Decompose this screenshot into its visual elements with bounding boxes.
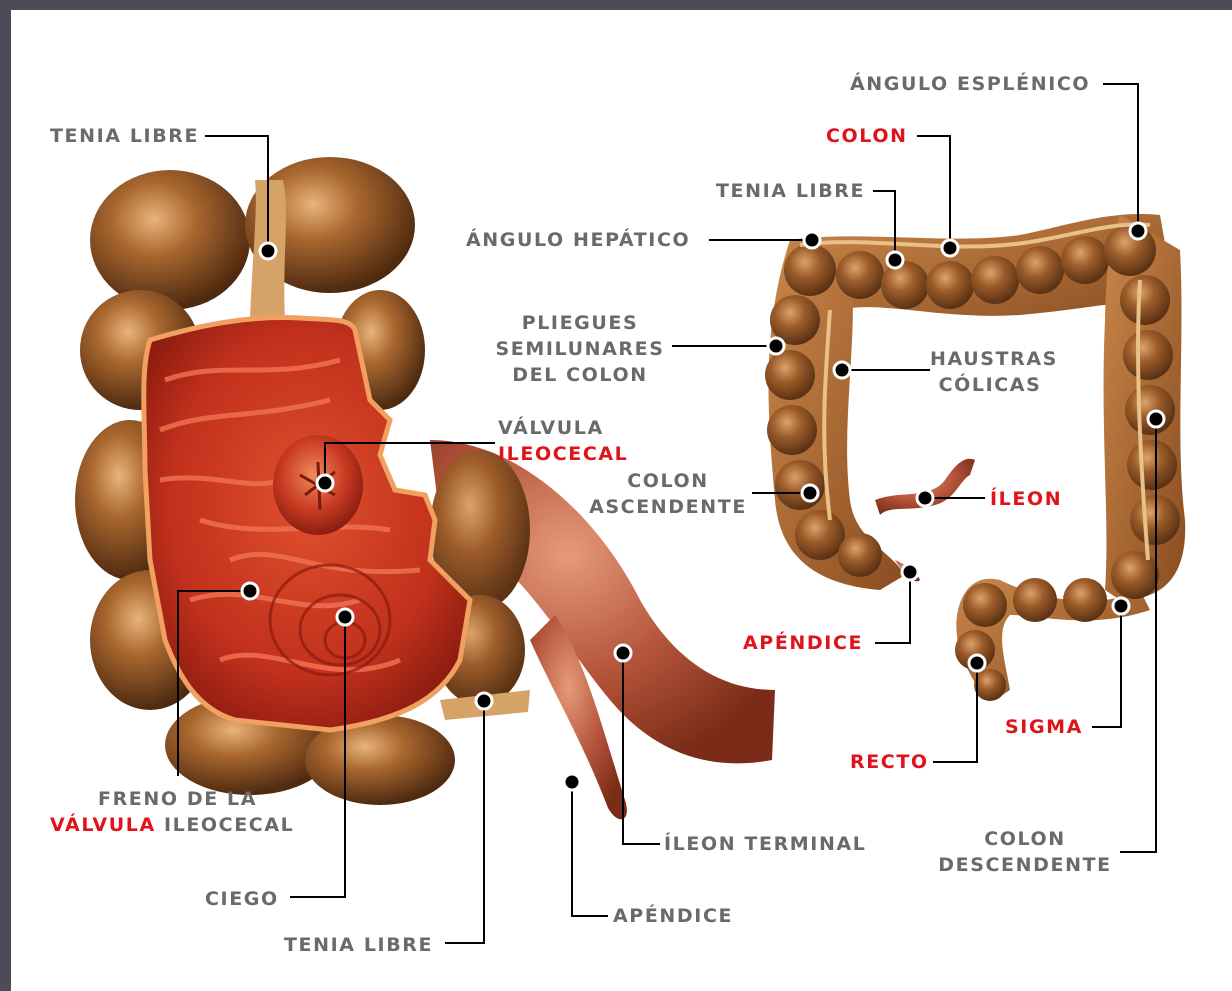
label-ciego: CIEGO <box>205 886 279 912</box>
label-ileon: ÍLEON <box>990 486 1062 512</box>
colon-illustration <box>765 214 1185 701</box>
label-ileon-terminal: ÍLEON TERMINAL <box>664 831 866 857</box>
label-angulo-hepatico: ÁNGULO HEPÁTICO <box>466 227 690 253</box>
label-colon-descendente: COLON DESCENDENTE <box>930 826 1120 878</box>
label-tenia-libre-bottom: TENIA LIBRE <box>284 932 433 958</box>
label-colon-asc-line2: ASCENDENTE <box>578 494 758 520</box>
label-sigma: SIGMA <box>1005 714 1083 740</box>
label-haustras-line1: HAUSTRAS <box>930 346 1050 372</box>
label-freno-line1: FRENO DE LA <box>98 786 257 812</box>
label-pliegues-line1: PLIEGUES <box>490 310 670 336</box>
label-apendice-left: APÉNDICE <box>613 903 733 929</box>
label-freno-grey: ILEOCECAL <box>156 814 295 836</box>
label-freno-line2: VÁLVULA ILEOCECAL <box>50 812 294 838</box>
label-colon-asc-line1: COLON <box>578 468 758 494</box>
label-tenia-libre-right: TENIA LIBRE <box>716 178 865 204</box>
label-colon-ascendente: COLON ASCENDENTE <box>578 468 758 520</box>
label-ileocecal: ILEOCECAL <box>498 441 628 467</box>
label-colon-desc-line1: COLON <box>930 826 1120 852</box>
label-pliegues-line2: SEMILUNARES <box>490 336 670 362</box>
label-recto: RECTO <box>850 749 929 775</box>
label-colon: COLON <box>826 123 908 149</box>
label-haustras: HAUSTRAS CÓLICAS <box>930 346 1050 398</box>
label-angulo-esplenico: ÁNGULO ESPLÉNICO <box>850 71 1090 97</box>
label-colon-desc-line2: DESCENDENTE <box>930 852 1120 878</box>
label-freno-red: VÁLVULA <box>50 814 156 836</box>
label-pliegues-line3: DEL COLON <box>490 362 670 388</box>
label-pliegues: PLIEGUES SEMILUNARES DEL COLON <box>490 310 670 388</box>
label-tenia-libre-top: TENIA LIBRE <box>50 123 199 149</box>
label-haustras-line2: CÓLICAS <box>930 372 1050 398</box>
label-apendice-right: APÉNDICE <box>743 630 863 656</box>
label-valvula: VÁLVULA <box>498 415 604 441</box>
